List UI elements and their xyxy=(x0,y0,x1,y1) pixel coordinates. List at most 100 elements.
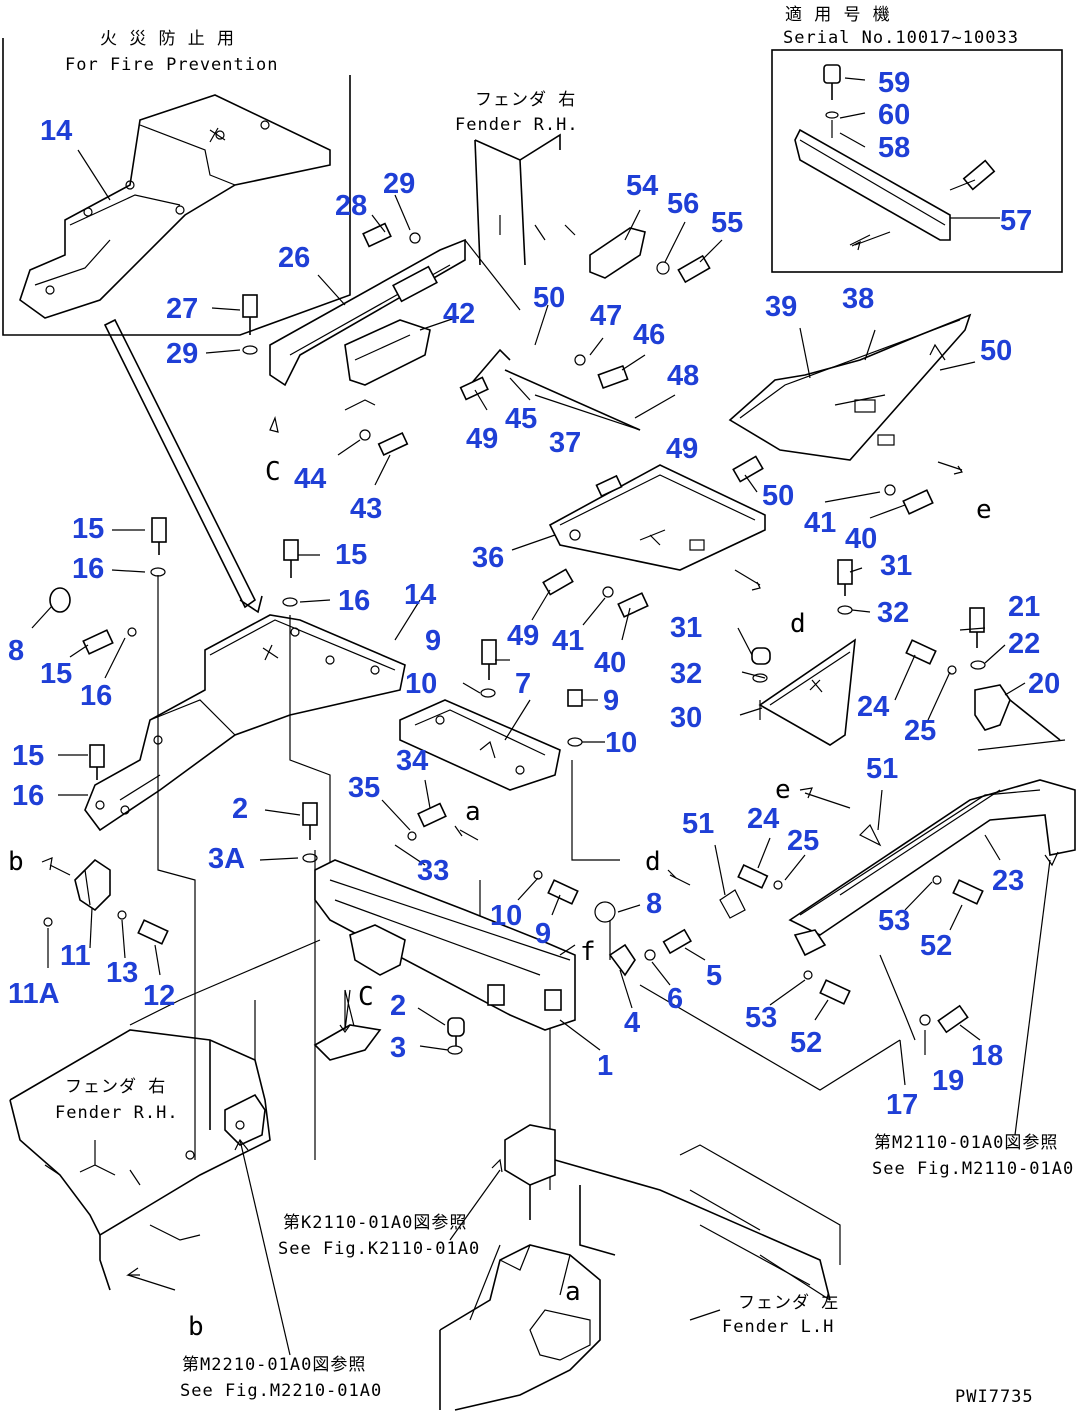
callout-53[interactable]: 53 xyxy=(745,1002,777,1034)
callout-39[interactable]: 39 xyxy=(765,291,797,323)
callout-38[interactable]: 38 xyxy=(842,283,874,315)
callout-50[interactable]: 50 xyxy=(980,335,1012,367)
callout-24[interactable]: 24 xyxy=(747,803,779,835)
connecting-strap xyxy=(103,318,263,614)
callout-45[interactable]: 45 xyxy=(505,403,537,435)
callout-24[interactable]: 24 xyxy=(857,691,889,723)
callout-50[interactable]: 50 xyxy=(762,480,794,512)
callout-14[interactable]: 14 xyxy=(404,579,436,611)
callout-8[interactable]: 8 xyxy=(8,635,24,667)
fire-cover-upper xyxy=(19,94,331,319)
callout-16[interactable]: 16 xyxy=(72,553,104,585)
callout-36[interactable]: 36 xyxy=(472,542,504,574)
lower-center-frame xyxy=(504,1124,841,1301)
callout-46[interactable]: 46 xyxy=(633,319,665,351)
callout-21[interactable]: 21 xyxy=(1008,591,1040,623)
callout-13[interactable]: 13 xyxy=(106,957,138,989)
callout-8[interactable]: 8 xyxy=(646,888,662,920)
callout-49[interactable]: 49 xyxy=(466,423,498,455)
callout-10[interactable]: 10 xyxy=(405,668,437,700)
callout-22[interactable]: 22 xyxy=(1008,628,1040,660)
callout-29[interactable]: 29 xyxy=(383,168,415,200)
callout-12[interactable]: 12 xyxy=(143,980,175,1012)
callout-10[interactable]: 10 xyxy=(490,900,522,932)
callout-16[interactable]: 16 xyxy=(338,585,370,617)
callout-16[interactable]: 16 xyxy=(12,780,44,812)
callout-14[interactable]: 14 xyxy=(40,115,72,147)
callout-35[interactable]: 35 xyxy=(348,772,380,804)
callout-32[interactable]: 32 xyxy=(670,658,702,690)
callout-2[interactable]: 2 xyxy=(390,990,406,1022)
callout-10[interactable]: 10 xyxy=(605,727,637,759)
callout-43[interactable]: 43 xyxy=(350,493,382,525)
callout-40[interactable]: 40 xyxy=(594,647,626,679)
callout-4[interactable]: 4 xyxy=(624,1007,640,1039)
callout-56[interactable]: 56 xyxy=(667,188,699,220)
callout-16[interactable]: 16 xyxy=(80,680,112,712)
callout-41[interactable]: 41 xyxy=(804,507,836,539)
callout-50[interactable]: 50 xyxy=(533,282,565,314)
callout-5[interactable]: 5 xyxy=(706,960,722,992)
callout-9[interactable]: 9 xyxy=(425,625,441,657)
callout-3[interactable]: 3 xyxy=(390,1032,406,1064)
callout-9[interactable]: 9 xyxy=(535,918,551,950)
callout-29[interactable]: 29 xyxy=(166,338,198,370)
callout-30[interactable]: 30 xyxy=(670,702,702,734)
callout-60[interactable]: 60 xyxy=(878,99,910,131)
callout-1[interactable]: 1 xyxy=(597,1050,613,1082)
callout-28[interactable]: 28 xyxy=(335,190,367,222)
callout-42[interactable]: 42 xyxy=(443,298,475,330)
callout-52[interactable]: 52 xyxy=(790,1027,822,1059)
callout-15[interactable]: 15 xyxy=(335,539,367,571)
callout-37[interactable]: 37 xyxy=(549,427,581,459)
bracket-20 xyxy=(974,684,1066,751)
callout-25[interactable]: 25 xyxy=(904,715,936,747)
callout-26[interactable]: 26 xyxy=(278,242,310,274)
callout-41[interactable]: 41 xyxy=(552,625,584,657)
callout-34[interactable]: 34 xyxy=(396,745,428,777)
note-fender-rh-top-jp: フェンダ 右 xyxy=(475,90,576,110)
callout-48[interactable]: 48 xyxy=(667,360,699,392)
callout-31[interactable]: 31 xyxy=(880,550,912,582)
callout-11A[interactable]: 11A xyxy=(8,978,60,1010)
callout-3A[interactable]: 3A xyxy=(208,843,245,875)
callout-57[interactable]: 57 xyxy=(1000,205,1032,237)
callout-2[interactable]: 2 xyxy=(232,793,248,825)
callout-58[interactable]: 58 xyxy=(878,132,910,164)
callout-59[interactable]: 59 xyxy=(878,67,910,99)
callout-31[interactable]: 31 xyxy=(670,612,702,644)
callout-40[interactable]: 40 xyxy=(845,523,877,555)
callout-49[interactable]: 49 xyxy=(666,433,698,465)
callout-17[interactable]: 17 xyxy=(886,1089,918,1121)
callout-51[interactable]: 51 xyxy=(866,753,898,785)
ref-letter-e-upper: e xyxy=(976,495,992,525)
callout-47[interactable]: 47 xyxy=(590,300,622,332)
note-fire-jp: 火 災 防 止 用 xyxy=(100,29,235,49)
callout-53[interactable]: 53 xyxy=(878,905,910,937)
callout-11[interactable]: 11 xyxy=(60,940,91,972)
callout-18[interactable]: 18 xyxy=(971,1040,1003,1072)
callout-15[interactable]: 15 xyxy=(12,740,44,772)
callout-25[interactable]: 25 xyxy=(787,825,819,857)
callout-6[interactable]: 6 xyxy=(667,983,683,1015)
bracket-11 xyxy=(74,858,111,912)
callout-27[interactable]: 27 xyxy=(166,293,198,325)
callout-55[interactable]: 55 xyxy=(711,207,743,239)
callout-9[interactable]: 9 xyxy=(603,685,619,717)
cover-plate-36 xyxy=(548,464,766,571)
callout-15[interactable]: 15 xyxy=(40,658,72,690)
callout-19[interactable]: 19 xyxy=(932,1065,964,1097)
callout-20[interactable]: 20 xyxy=(1028,668,1060,700)
callout-33[interactable]: 33 xyxy=(417,855,449,887)
callout-15[interactable]: 15 xyxy=(72,513,104,545)
callout-23[interactable]: 23 xyxy=(992,865,1024,897)
callout-52[interactable]: 52 xyxy=(920,930,952,962)
drawing-number: PWI7735 xyxy=(955,1387,1034,1407)
callout-49[interactable]: 49 xyxy=(507,620,539,652)
callout-7[interactable]: 7 xyxy=(515,668,531,700)
callout-32[interactable]: 32 xyxy=(877,597,909,629)
callout-51[interactable]: 51 xyxy=(682,808,714,840)
bracket-26 xyxy=(269,238,466,387)
callout-44[interactable]: 44 xyxy=(294,463,326,495)
callout-54[interactable]: 54 xyxy=(626,170,658,202)
